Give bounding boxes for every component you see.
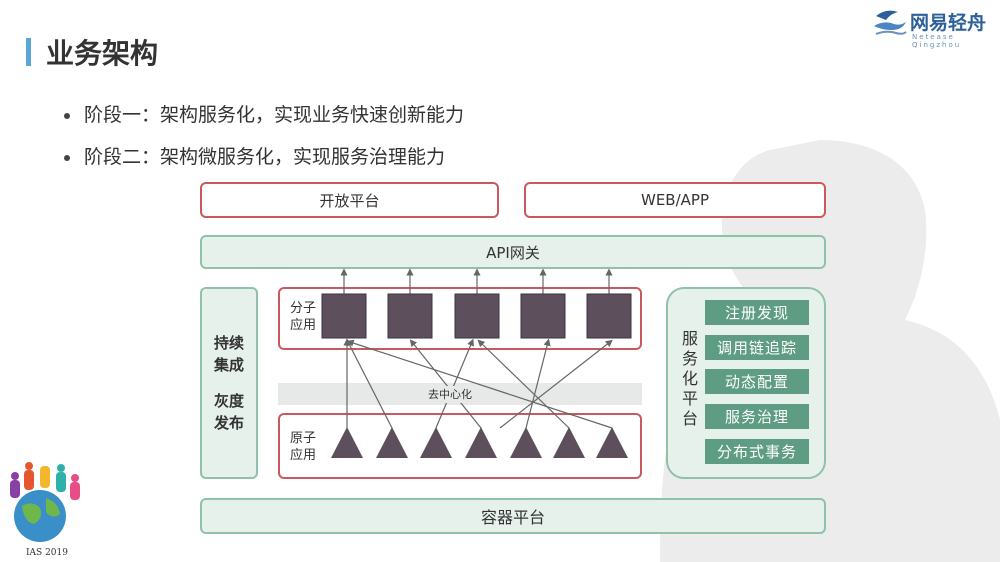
bullet-item: 阶段一：架构服务化，实现业务快速创新能力 xyxy=(64,98,464,140)
molecule-node xyxy=(520,293,566,339)
molecule-node xyxy=(454,293,500,339)
bullet-list: 阶段一：架构服务化，实现业务快速创新能力 阶段二：架构微服务化，实现服务治理能力 xyxy=(64,98,464,182)
open-platform-label: 开放平台 xyxy=(319,191,380,210)
molecule-nodes xyxy=(321,293,632,339)
service-tag: 动态配置 xyxy=(705,369,809,394)
molecule-node xyxy=(321,293,367,339)
api-gateway-label: API网关 xyxy=(486,243,540,262)
service-tag: 服务治理 xyxy=(705,404,809,429)
atom-node xyxy=(510,427,542,458)
bullet-text: 阶段二：架构微服务化，实现服务治理能力 xyxy=(84,146,446,168)
dependency-line xyxy=(477,339,570,429)
dependency-line xyxy=(409,339,482,429)
ci-label-line: 持续 xyxy=(213,334,244,352)
ci-label-line: 发布 xyxy=(213,414,244,432)
atom-node xyxy=(331,427,363,458)
event-badge-label: IAS 2019 xyxy=(26,548,68,558)
dependency-line xyxy=(525,338,551,429)
ci-label-line: 灰度 xyxy=(213,392,244,410)
bullet-dot-icon xyxy=(64,154,70,161)
atom-node xyxy=(553,427,585,458)
service-tag: 调用链追踪 xyxy=(705,335,809,360)
atom-node xyxy=(465,427,497,458)
title-accent-bar xyxy=(26,38,31,66)
logo-subtext: Netease Qingzhou xyxy=(912,33,962,49)
web-app-box: WEB/APP xyxy=(524,182,826,218)
atom-app-label: 原子 应用 xyxy=(290,430,316,464)
atom-label-line: 原子 xyxy=(290,431,317,446)
bullet-item: 阶段二：架构微服务化，实现服务治理能力 xyxy=(64,140,464,182)
boat-wave-icon xyxy=(874,10,907,35)
bullet-text: 阶段一：架构服务化，实现业务快速创新能力 xyxy=(84,104,465,126)
molecule-label-line: 分子 xyxy=(290,301,317,316)
molecule-node xyxy=(387,293,433,339)
molecule-label-line: 应用 xyxy=(290,318,317,333)
open-platform-box: 开放平台 xyxy=(200,182,499,218)
service-platform-label: 服务化平台 xyxy=(679,330,698,430)
atom-node xyxy=(376,427,408,458)
page-title: 业务架构 xyxy=(46,37,159,70)
api-gateway-box: API网关 xyxy=(200,235,826,269)
dependency-line xyxy=(346,339,613,429)
dependency-lines xyxy=(343,338,613,429)
dependency-line xyxy=(435,338,474,429)
netease-qingzhou-logo: 网易轻舟 Netease Qingzhou xyxy=(872,6,996,49)
molecule-node xyxy=(586,293,632,339)
container-platform-label: 容器平台 xyxy=(480,508,545,527)
container-platform-box: 容器平台 xyxy=(200,498,826,534)
atom-node xyxy=(596,427,628,458)
dependency-line xyxy=(346,338,393,429)
bullet-dot-icon xyxy=(64,112,70,119)
decentralize-label: 去中心化 xyxy=(426,386,474,403)
molecule-app-label: 分子 应用 xyxy=(290,300,316,334)
ias-event-badge: IAS 2019 xyxy=(0,462,90,562)
atom-node xyxy=(420,427,452,458)
web-app-label: WEB/APP xyxy=(640,191,709,209)
atom-label-line: 应用 xyxy=(290,448,317,463)
ci-label-line: 集成 xyxy=(213,356,244,374)
atom-nodes xyxy=(331,427,628,458)
globe-people-icon xyxy=(10,462,80,542)
ci-gray-release-box: 持续 集成 灰度 发布 xyxy=(200,287,258,479)
dependency-line xyxy=(499,339,613,429)
service-tag: 分布式事务 xyxy=(705,439,809,464)
up-arrows xyxy=(340,268,613,294)
service-tag: 注册发现 xyxy=(705,300,809,325)
logo-text: 网易轻舟 xyxy=(910,12,987,34)
